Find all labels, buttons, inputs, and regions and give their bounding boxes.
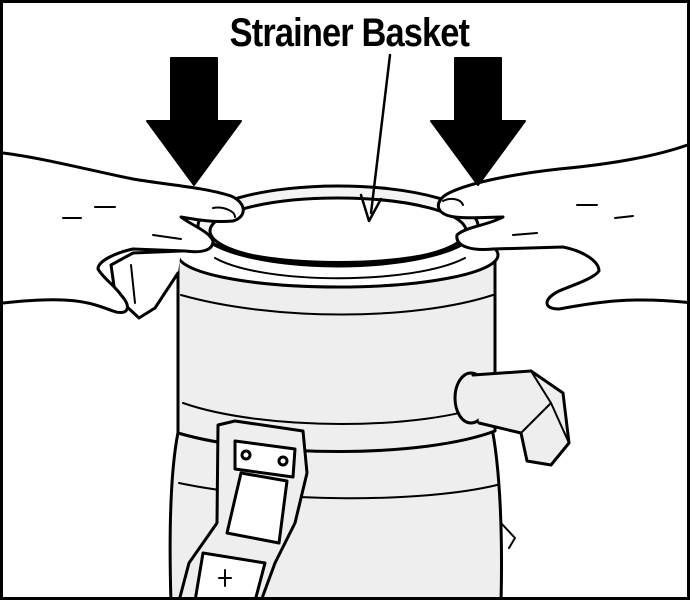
left-down-arrow-icon	[146, 57, 242, 186]
locking-arm	[178, 419, 309, 597]
juicer-illustration	[3, 53, 687, 597]
right-down-arrow-icon	[430, 57, 526, 186]
pulp-outlet	[453, 369, 571, 467]
strainer-basket	[196, 184, 480, 280]
left-hand	[3, 151, 245, 314]
diagram-title: Strainer Basket	[229, 11, 470, 55]
right-hand	[437, 143, 687, 311]
callout-line	[369, 53, 392, 215]
callout-arrowhead	[359, 193, 383, 223]
